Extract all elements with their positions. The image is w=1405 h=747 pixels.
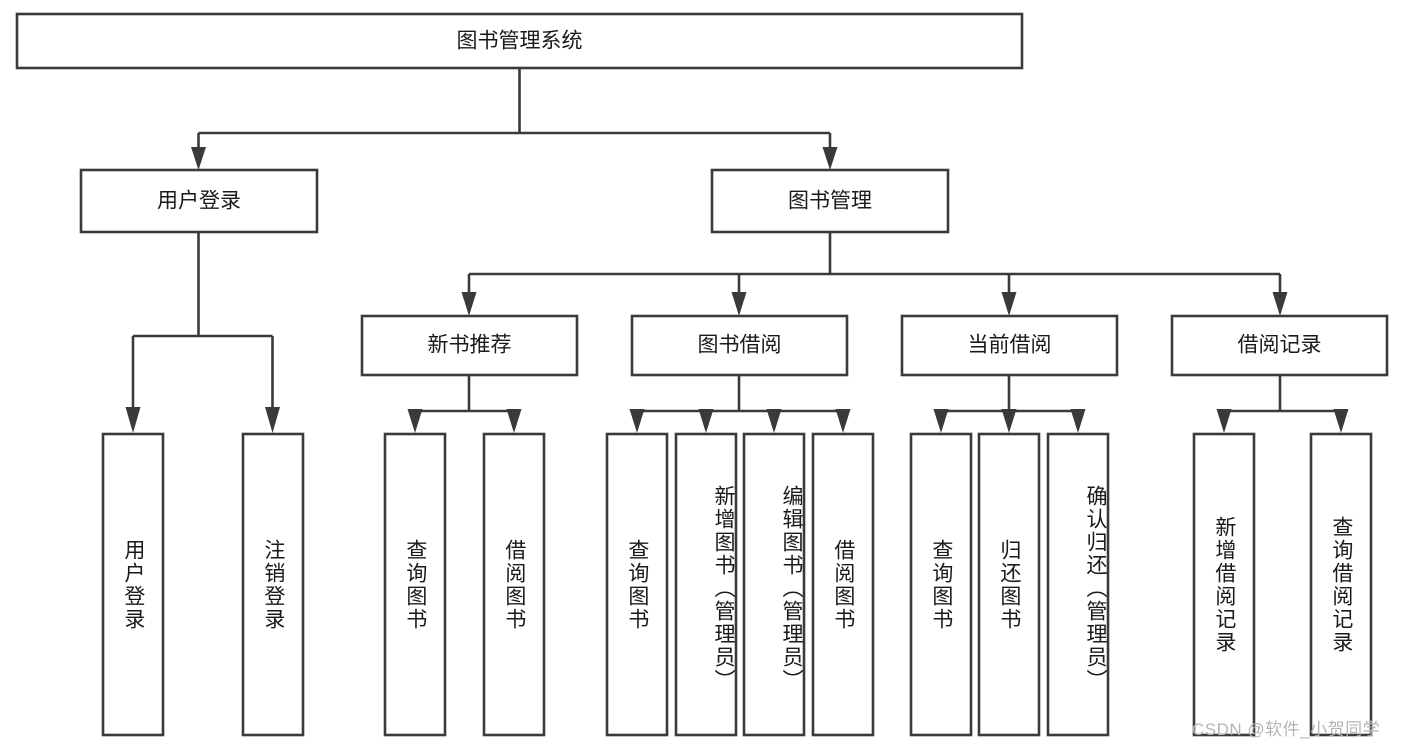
node-current-borrow-label: 当前借阅 (968, 334, 1052, 357)
leaf-box-user-login-logout[interactable] (241, 432, 305, 737)
arrow-head-new-book (461, 292, 477, 316)
node-root-book-management-system[interactable] (15, 12, 1024, 70)
leaf-box-newbook-borrow[interactable] (482, 432, 546, 737)
arrow-head-bookborrow-leaf-2 (698, 409, 714, 433)
node-current-borrow[interactable] (900, 314, 1119, 377)
node-borrow-record-label: 借阅记录 (1238, 334, 1322, 357)
arrow-head-borrowrecord-leaf-2 (1333, 409, 1349, 433)
arrow-head-leaf-user-login (125, 407, 141, 433)
arrow-head-book-manage (822, 147, 838, 170)
arrow-head-leaf-logout (265, 407, 280, 433)
node-root-label: 图书管理系统 (457, 30, 583, 53)
leaf-box-bookborrow-edit[interactable] (742, 432, 806, 737)
node-book-borrow[interactable] (630, 314, 849, 377)
leaf-box-bookborrow-add[interactable] (674, 432, 738, 737)
leaf-box-user-login-login[interactable] (101, 432, 165, 737)
node-box-group: 图书管理系统 用户登录 图书管理 新书推荐 图书借阅 当前借阅 借阅记录 (15, 12, 1389, 737)
arrow-head-current-borrow (1001, 292, 1017, 316)
leaf-box-bookborrow-borrow[interactable] (811, 432, 875, 737)
arrow-head-currentborrow-leaf-3 (1070, 409, 1086, 433)
node-borrow-record[interactable] (1170, 314, 1389, 377)
leaf-box-currentborrow-query[interactable] (909, 432, 973, 737)
arrow-head-borrow-record (1272, 292, 1288, 316)
arrow-head-bookborrow-leaf-3 (766, 409, 782, 433)
node-book-borrow-label: 图书借阅 (698, 334, 782, 357)
node-new-book-recommend-label: 新书推荐 (428, 334, 512, 357)
leaf-box-currentborrow-return[interactable] (977, 432, 1041, 737)
leaf-box-borrowrecord-add[interactable] (1192, 432, 1256, 737)
arrow-head-borrowrecord-leaf-1 (1216, 409, 1232, 433)
connector-group (125, 68, 1349, 433)
arrow-head-user-login (191, 147, 206, 170)
leaf-box-newbook-query[interactable] (383, 432, 447, 737)
node-new-book-recommend[interactable] (360, 314, 579, 377)
node-user-login-label: 用户登录 (157, 190, 241, 213)
arrow-head-currentborrow-leaf-2 (1001, 409, 1017, 433)
leaf-box-borrowrecord-query[interactable] (1309, 432, 1373, 737)
arrow-head-bookborrow-leaf-4 (835, 409, 851, 433)
csdn-watermark: CSDN @软件_小贺同学 (1192, 720, 1381, 739)
leaf-box-bookborrow-query[interactable] (605, 432, 669, 737)
node-book-management[interactable] (710, 168, 950, 234)
leaf-box-currentborrow-confirm[interactable] (1046, 432, 1110, 737)
arrow-head-currentborrow-leaf-1 (933, 409, 949, 433)
arrow-head-newbook-leaf-1 (407, 409, 423, 433)
node-book-management-label: 图书管理 (788, 190, 872, 213)
arrow-head-bookborrow-leaf-1 (629, 409, 645, 433)
node-user-login[interactable] (79, 168, 319, 234)
arrow-head-book-borrow (731, 292, 747, 316)
arrow-head-newbook-leaf-2 (506, 409, 522, 433)
